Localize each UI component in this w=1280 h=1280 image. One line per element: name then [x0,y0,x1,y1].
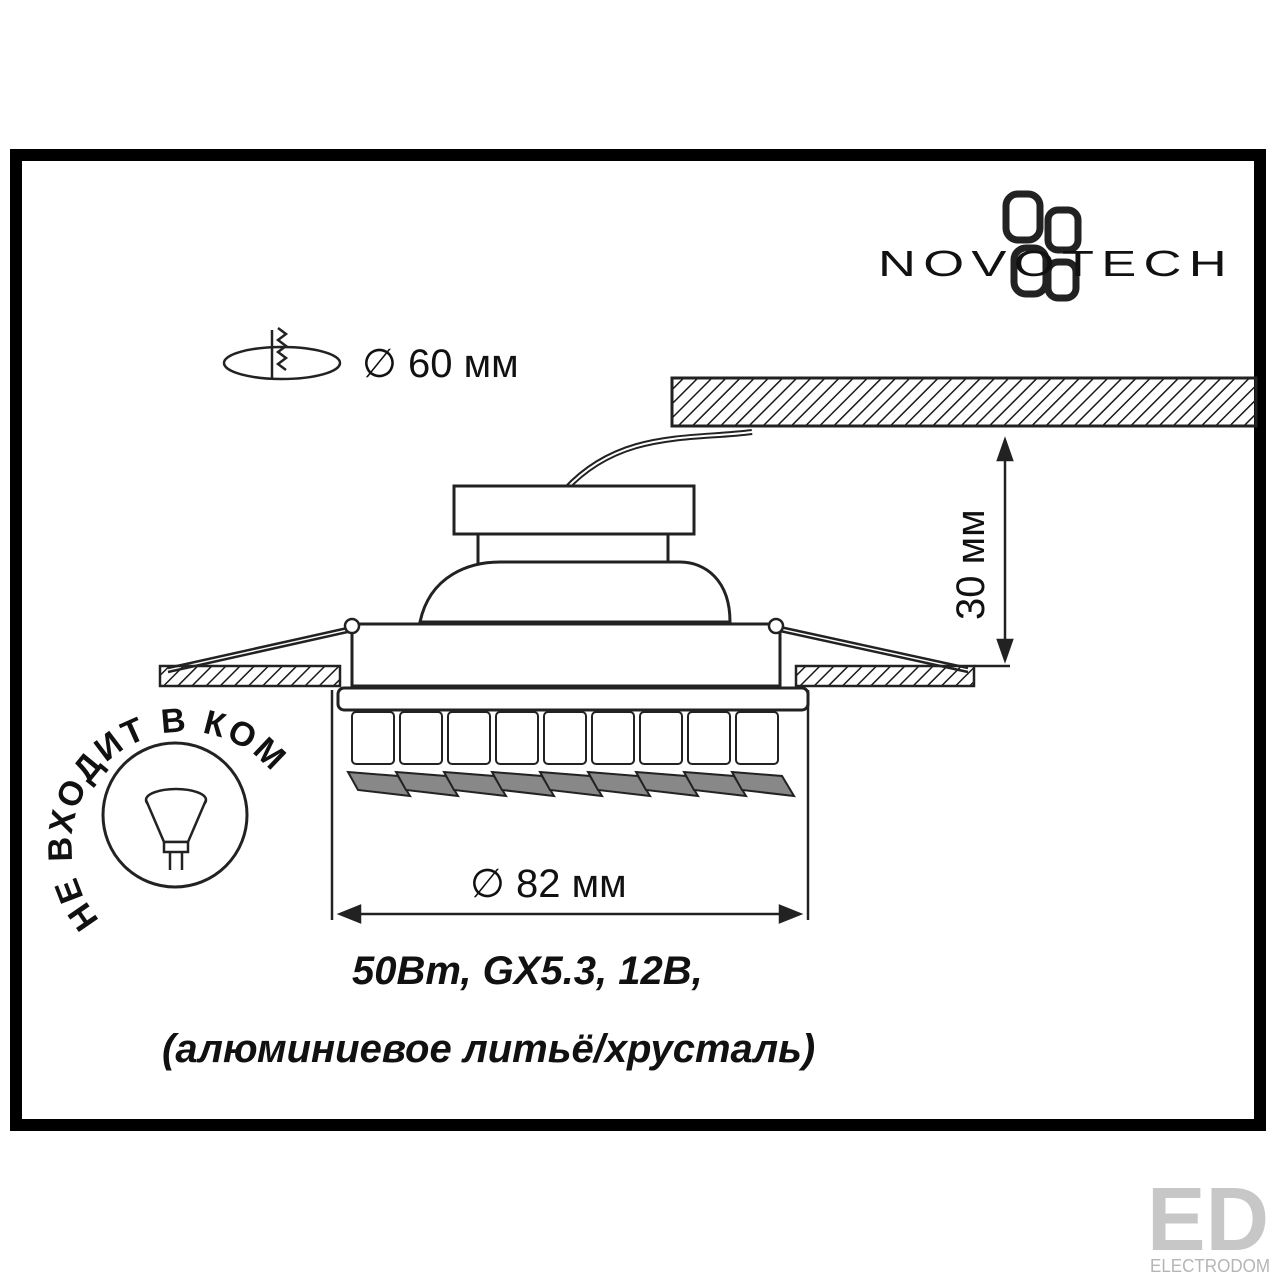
crystal-block [591,711,635,765]
crystal-block [543,711,587,765]
crystal-prism [682,770,748,798]
crystal-prism [538,770,604,798]
outer-frame [10,149,1266,1131]
crystal-block [687,711,731,765]
crystal-prism [442,770,508,798]
crystal-row [346,711,796,798]
crystal-prism [490,770,556,798]
bulb-not-included-badge: НЕ ВХОДИТ В КОМПЛЕКТ [0,0,292,938]
specs-line-2: (алюминиевое литьё/хрусталь) [162,1027,815,1071]
cutout-diameter-label: ∅ 60 мм [362,342,519,386]
ceiling-panel-left [158,664,342,688]
brand-logo: NOVOTECH [878,190,1234,302]
fixture-bezel [336,686,810,712]
fixture-neck [476,532,670,566]
crystal-prism [346,770,412,798]
height-dimension [974,436,1014,668]
crystal-block [351,711,395,765]
watermark-logo: ED ELECTRODOM [1147,1170,1270,1276]
crystal-prism [634,770,700,798]
height-label: 30 мм [949,509,993,620]
crystal-block [447,711,491,765]
crystal-block [735,711,779,765]
cutout-icon [222,327,342,381]
spring-clips [167,617,969,674]
fixture-dome [418,560,732,624]
ceiling-panel-right [794,664,976,688]
crystal-block [639,711,683,765]
diameter-dimension [330,690,810,924]
specs-line-1: 50Вт, GX5.3, 12В, [352,949,703,993]
crystal-prism [586,770,652,798]
fixture-body [350,622,782,688]
brand-logo-mark [1002,190,1082,302]
crystal-block [495,711,539,765]
watermark-logo-letters: ED [1147,1170,1269,1270]
mr16-bulb-icon [144,787,208,870]
watermark-name: ELECTRODOM [1150,1256,1270,1276]
ceiling-slab [670,376,1258,428]
crystal-prism [730,770,796,798]
crystal-block [399,711,443,765]
crystal-prism [394,770,460,798]
fixture-cap [452,484,696,536]
diameter-label: ∅ 82 мм [470,862,627,906]
brand-name: NOVOTECH [878,243,1234,284]
